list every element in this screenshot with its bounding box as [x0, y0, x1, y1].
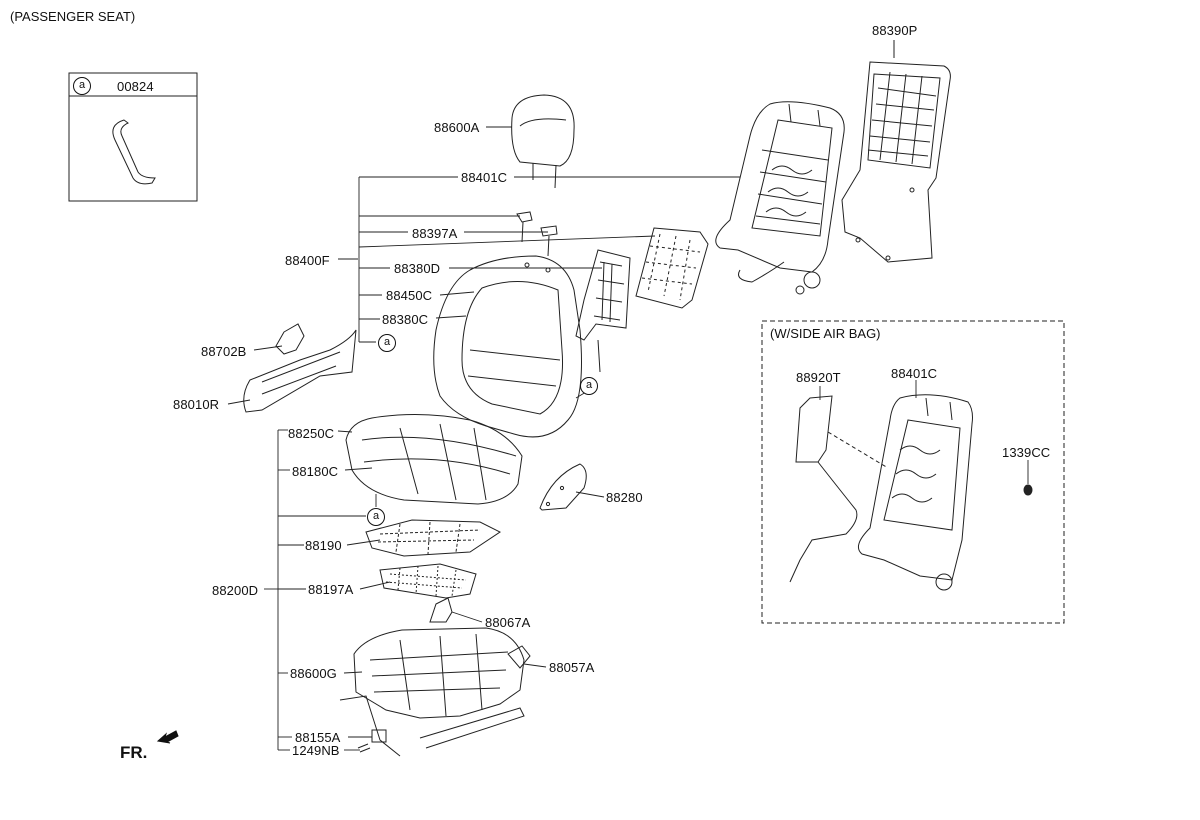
seat-cushion-cover-drawing [345, 413, 523, 505]
front-direction-arrow [156, 730, 179, 744]
part-label-88600G[interactable]: 88600G [290, 666, 337, 681]
seat-back-pad-drawing [841, 40, 951, 263]
part-label-88057A[interactable]: 88057A [549, 660, 595, 675]
seat-back-frame-drawing [715, 101, 845, 295]
cushion-mesh-pad-drawing [379, 563, 477, 599]
side-airbag-drawing [789, 394, 1033, 591]
headrest-drawing [511, 94, 575, 189]
callout-marker-cushion: a [367, 508, 385, 526]
legend-marker: a [73, 77, 91, 95]
part-label-88920T[interactable]: 88920T [796, 370, 841, 385]
part-label-88010R[interactable]: 88010R [173, 397, 220, 412]
part-label-88390P[interactable]: 88390P [872, 23, 918, 38]
part-label-88250C[interactable]: 88250C [288, 426, 335, 441]
small-parts-drawing [357, 729, 387, 753]
part-label-88197A[interactable]: 88197A [308, 582, 354, 597]
lumbar-support-drawing [575, 249, 631, 373]
callout-marker-back: a [378, 334, 396, 352]
mesh-panel-drawing [635, 227, 709, 309]
part-label-88702B[interactable]: 88702B [201, 344, 247, 359]
headrest-guide-drawing [516, 211, 558, 257]
part-label-88401C-airbag[interactable]: 88401C [891, 366, 938, 381]
clip-part-drawing [112, 119, 156, 185]
leader-lines [227, 126, 1029, 751]
part-label-88600A[interactable]: 88600A [434, 120, 480, 135]
diagram-title: (PASSENGER SEAT) [10, 9, 136, 24]
part-label-88380D[interactable]: 88380D [394, 261, 441, 276]
seat-cushion-frame-drawing [339, 627, 531, 757]
part-label-88180C[interactable]: 88180C [292, 464, 339, 479]
part-label-88401C[interactable]: 88401C [461, 170, 508, 185]
side-cover-drawing [243, 323, 357, 413]
part-label-88400F[interactable]: 88400F [285, 253, 330, 268]
part-label-88067A[interactable]: 88067A [485, 615, 531, 630]
part-label-88380C[interactable]: 88380C [382, 312, 429, 327]
legend-part-number: 00824 [117, 79, 154, 94]
callout-marker-cover: a [580, 377, 598, 395]
bracket-drawing [429, 597, 453, 623]
seat-back-cover-drawing [433, 255, 582, 438]
part-label-88190[interactable]: 88190 [305, 538, 342, 553]
part-label-88397A[interactable]: 88397A [412, 226, 458, 241]
side-airbag-option-box [761, 320, 1065, 624]
part-label-1249NB[interactable]: 1249NB [292, 743, 340, 758]
side-airbag-box-title: (W/SIDE AIR BAG) [770, 326, 881, 341]
front-direction-label: FR. [120, 743, 148, 762]
seat-heater-mat-drawing [365, 519, 501, 557]
part-label-88450C[interactable]: 88450C [386, 288, 433, 303]
part-label-88155A[interactable]: 88155A [295, 730, 341, 745]
part-label-88280[interactable]: 88280 [606, 490, 643, 505]
cushion-side-cover-drawing [539, 463, 587, 511]
legend-box [68, 72, 198, 202]
part-label-1339CC[interactable]: 1339CC [1002, 445, 1051, 460]
part-label-88200D[interactable]: 88200D [212, 583, 259, 598]
